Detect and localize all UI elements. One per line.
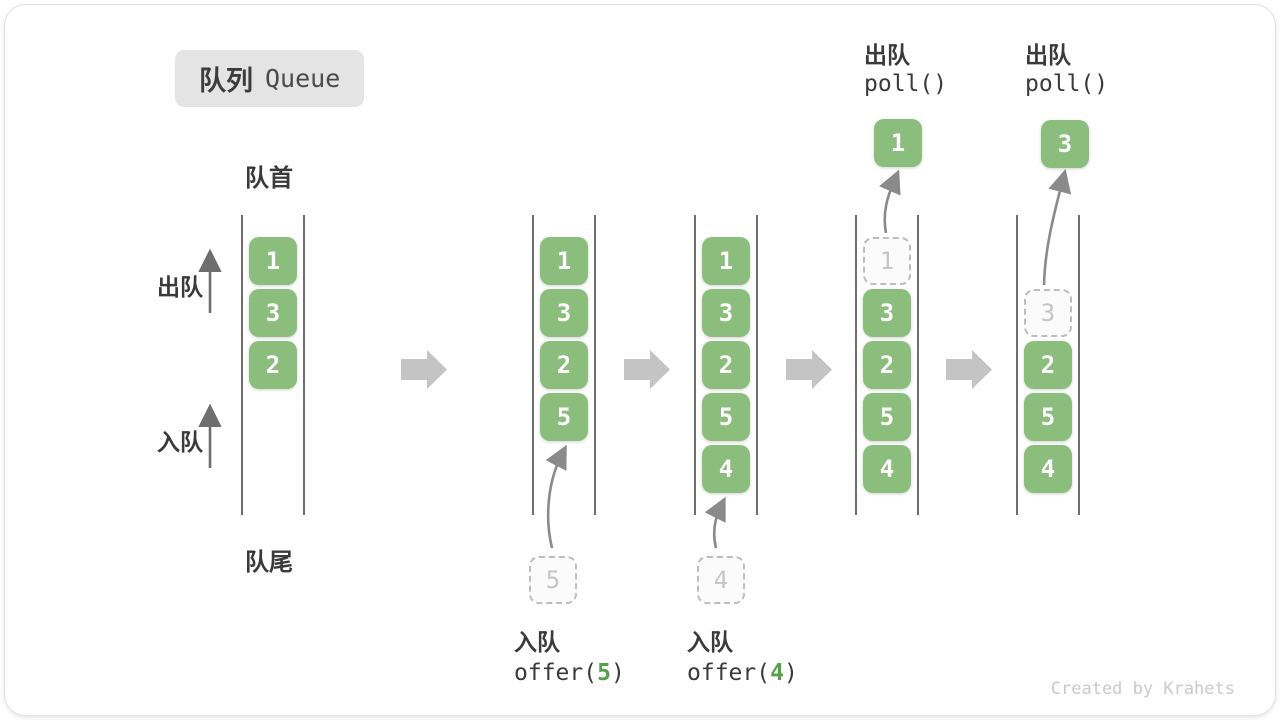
queue-item: 1 xyxy=(540,237,588,285)
queue-walls-icon xyxy=(241,215,1080,515)
queue-item: 2 xyxy=(1024,341,1072,389)
queue-item: 5 xyxy=(540,393,588,441)
dequeue-arrow-icon xyxy=(1042,168,1072,286)
code-arg: 4 xyxy=(770,660,784,686)
enqueue-op-label: 入队 xyxy=(514,629,560,655)
poll-code-label: poll() xyxy=(1025,71,1109,97)
queue-item: 5 xyxy=(702,393,750,441)
queue-item: 4 xyxy=(702,445,750,493)
enqueue-side-label: 入队 xyxy=(157,429,203,455)
diagram-graphics xyxy=(198,168,1080,549)
dequeue-op-label: 出队 xyxy=(864,42,910,68)
queue-rear-label: 队尾 xyxy=(245,549,293,576)
queue-item: 5 xyxy=(863,393,911,441)
dequeued-item: 1 xyxy=(874,119,922,167)
incoming-item-ghost: 4 xyxy=(697,556,745,604)
queue-item: 2 xyxy=(249,341,297,389)
dequeue-side-label: 出队 xyxy=(157,274,203,300)
code-fn: offer( xyxy=(687,660,771,686)
queue-item: 1 xyxy=(702,237,750,285)
code-close: ) xyxy=(783,660,798,686)
queue-item: 3 xyxy=(863,289,911,337)
title-en: Queue xyxy=(265,64,341,93)
offer-code-label: offer(5) xyxy=(514,660,625,686)
removed-item-ghost: 3 xyxy=(1024,289,1072,337)
code-close: ) xyxy=(610,660,625,686)
watermark: Created by Krahets xyxy=(1050,679,1235,699)
title-badge: 队列 Queue xyxy=(175,50,365,107)
queue-item: 2 xyxy=(702,341,750,389)
poll-code-label: poll() xyxy=(864,71,948,97)
queue-item: 3 xyxy=(249,289,297,337)
enqueue-arrow-icon xyxy=(545,444,567,549)
offer-code-label: offer(4) xyxy=(687,660,798,686)
queue-item: 5 xyxy=(1024,393,1072,441)
incoming-item-ghost: 5 xyxy=(529,556,577,604)
queue-front-label: 队首 xyxy=(245,165,293,192)
queue-item: 2 xyxy=(863,341,911,389)
removed-item-ghost: 1 xyxy=(863,237,911,285)
dequeued-item: 3 xyxy=(1041,120,1089,168)
queue-item: 4 xyxy=(1024,445,1072,493)
queue-item: 4 xyxy=(863,445,911,493)
enqueue-arrow-icon xyxy=(704,496,726,549)
dequeue-op-label: 出队 xyxy=(1025,42,1071,68)
dequeue-arrow-icon xyxy=(879,169,901,234)
queue-item: 3 xyxy=(540,289,588,337)
title-zh: 队列 xyxy=(199,66,253,96)
queue-item: 1 xyxy=(249,237,297,285)
code-arg: 5 xyxy=(597,660,611,686)
queue-item: 3 xyxy=(702,289,750,337)
code-fn: offer( xyxy=(514,660,598,686)
queue-item: 2 xyxy=(540,341,588,389)
diagram-canvas: 队列 Queue 队首 队尾 出队 入队 1 3 2 1 3 2 5 5 入队 … xyxy=(4,4,1276,716)
enqueue-op-label: 入队 xyxy=(687,629,733,655)
